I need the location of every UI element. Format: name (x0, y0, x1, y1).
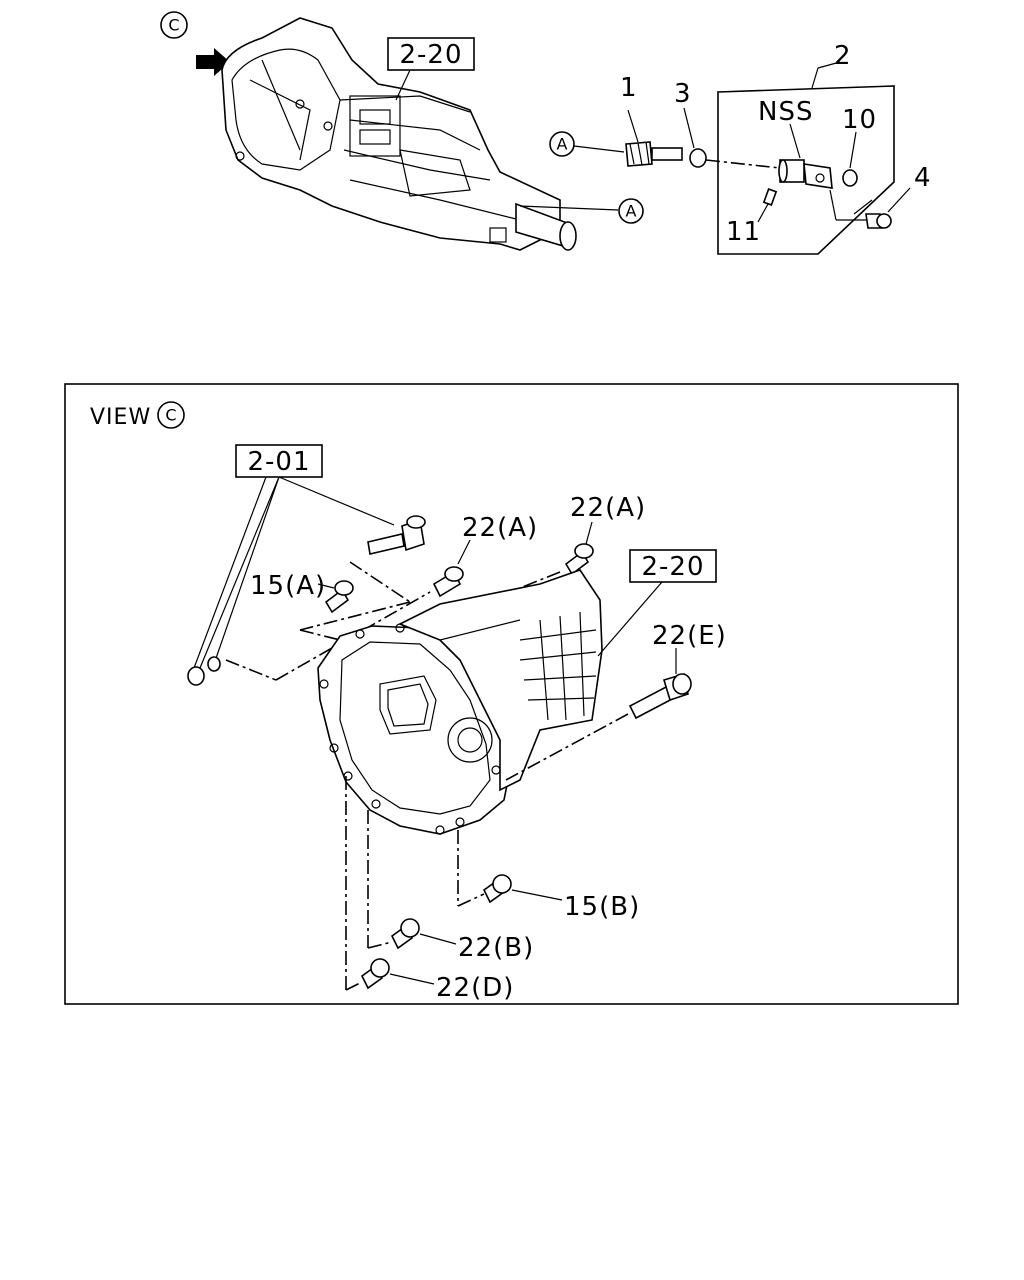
svg-text:A: A (626, 202, 637, 221)
ref-box-2-20-view: 2-20 (597, 549, 717, 657)
bolt-22e: 22(E) (505, 621, 727, 781)
svg-text:A: A (557, 135, 568, 154)
svg-text:2-01: 2-01 (247, 447, 310, 477)
svg-text:NSS: NSS (758, 97, 813, 127)
svg-text:3: 3 (674, 79, 692, 109)
speedometer-gear: 1 (620, 73, 683, 167)
svg-text:11: 11 (726, 217, 761, 247)
svg-text:2-20: 2-20 (641, 552, 704, 582)
svg-text:10: 10 (842, 105, 877, 135)
view-frame (64, 383, 959, 1005)
svg-text:2-20: 2-20 (399, 40, 462, 70)
ref-box-2-20-top: 2-20 (387, 37, 475, 101)
svg-text:VIEW: VIEW (90, 405, 151, 430)
top-assembly: C 2-20 (160, 11, 932, 255)
svg-text:C: C (165, 406, 176, 425)
svg-text:22(A): 22(A) (462, 513, 538, 543)
svg-text:22(E): 22(E) (652, 621, 727, 651)
svg-text:15(A): 15(A) (250, 571, 326, 601)
view-c-panel: VIEW C 2-01 22(A) (64, 383, 959, 1005)
bolt-22b: 22(B) (367, 810, 534, 963)
svg-text:15(B): 15(B) (564, 892, 640, 922)
svg-text:2: 2 (834, 41, 852, 71)
bell-housing-drawing (317, 569, 603, 835)
view-title: VIEW C (90, 401, 185, 430)
bolt-22a-left: 22(A) (432, 513, 538, 598)
svg-text:4: 4 (914, 163, 932, 193)
svg-text:1: 1 (620, 73, 638, 103)
transmission-drawing (221, 17, 577, 251)
svg-text:22(B): 22(B) (458, 933, 534, 963)
bolt-22a-right: 22(A) (564, 493, 646, 576)
dowel-pins (187, 656, 221, 686)
bolt-15a: 15(A) (250, 571, 354, 614)
view-c-marker: C (160, 11, 188, 39)
svg-text:22(A): 22(A) (570, 493, 646, 523)
ref-box-2-01: 2-01 (193, 444, 395, 669)
o-ring-3: 3 (674, 79, 707, 168)
sensor-box: 2 NSS 10 11 4 (717, 41, 932, 255)
bolt-15b: 15(B) (457, 830, 640, 922)
callout-a-gear: A (549, 131, 625, 157)
svg-text:C: C (168, 16, 179, 35)
callout-a-shaft: A (519, 198, 644, 224)
bolt-22d: 22(D) (345, 776, 514, 1003)
svg-text:22(D): 22(D) (436, 973, 514, 1003)
dowel-bolt (367, 515, 426, 555)
